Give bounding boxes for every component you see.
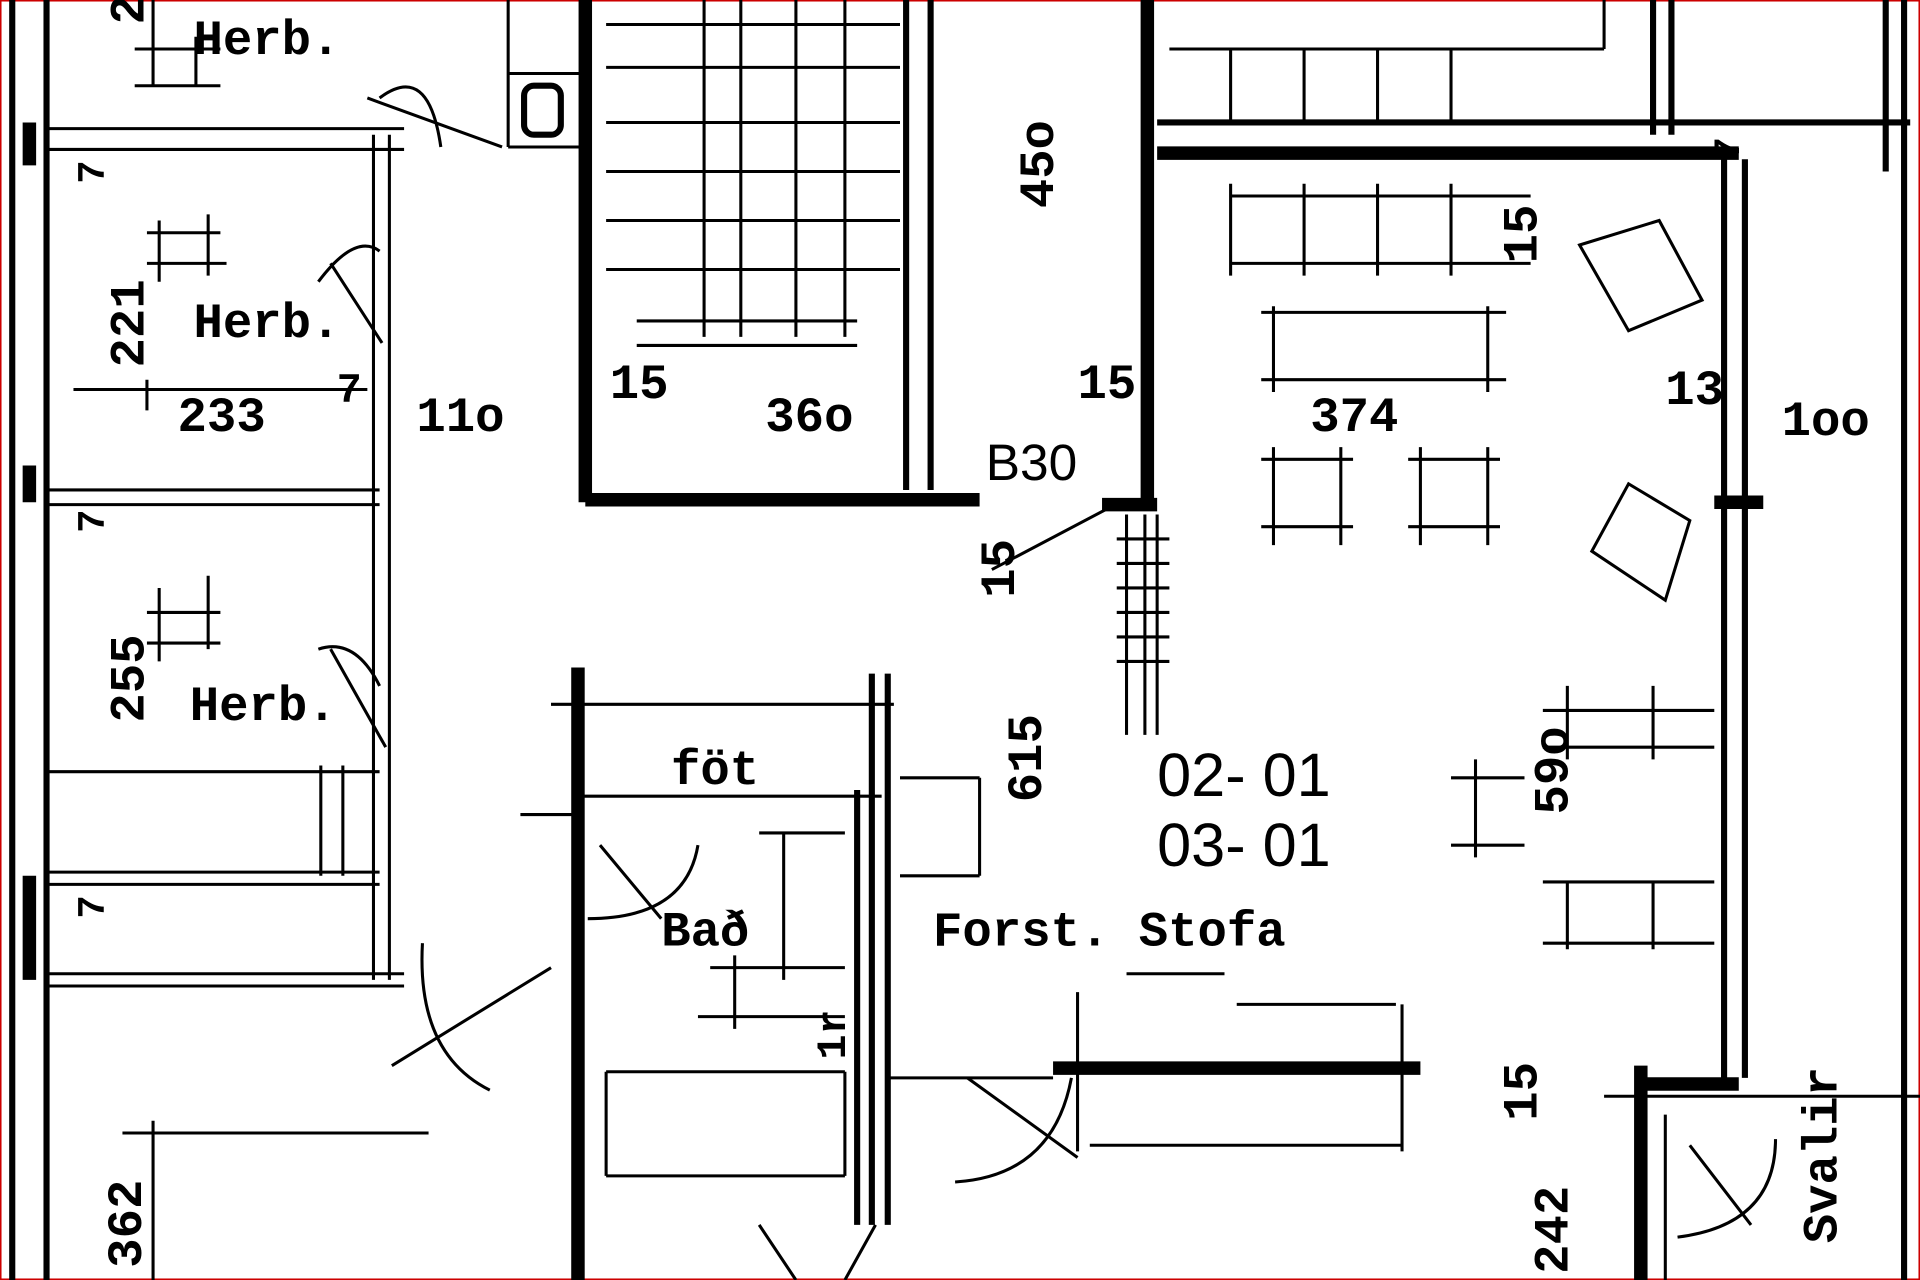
unit-code-02-01: 02- 01 — [1157, 741, 1331, 809]
room-label-fot: föt — [671, 743, 759, 799]
dim-7-b: 7 — [71, 509, 116, 533]
room-label-forst-stofa: Forst. Stofa — [933, 905, 1286, 961]
dim-7-a: 7 — [71, 160, 116, 184]
dim-13: 13 — [1665, 363, 1724, 419]
room-label-svalir: Svalir — [1796, 1067, 1852, 1243]
unit-codes: B30 02- 01 03- 01 — [986, 433, 1331, 879]
dimension-labels: 221 233 11o 255 362 15 36o 45o 15 15 374… — [71, 0, 1870, 1274]
dim-590: 59o — [1526, 726, 1582, 814]
dim-615: 615 — [1000, 714, 1056, 802]
dim-233: 233 — [178, 390, 266, 446]
dim-7-d: 7 — [337, 367, 362, 415]
dim-15-bottom: 15 — [1496, 1062, 1552, 1121]
door-swings — [317, 85, 1778, 1280]
dim-255: 255 — [102, 634, 158, 722]
room-label-bad: Bað — [661, 905, 749, 961]
room-label-herb-3: Herb. — [190, 679, 337, 735]
dim-450: 45o — [1012, 120, 1068, 208]
dim-7-e: 7 — [1709, 137, 1751, 159]
dim-242: 242 — [1526, 1186, 1582, 1274]
dim-15-center: 15 — [1078, 357, 1137, 413]
room-labels: Herb. Herb. Herb. föt Bað Forst. Stofa S… — [190, 13, 1852, 1243]
dim-1r: 1r — [810, 1010, 858, 1060]
dim-15-stair: 15 — [610, 357, 669, 413]
dim-110: 11o — [416, 390, 504, 446]
dim-15-b30: 15 — [973, 539, 1029, 598]
dim-221: 221 — [102, 279, 158, 367]
dim-100: 1oo — [1782, 394, 1870, 450]
dim-362: 362 — [100, 1180, 156, 1268]
dim-7-c: 7 — [71, 895, 116, 919]
room-label-herb-1: Herb. — [193, 13, 340, 69]
code-b30: B30 — [986, 433, 1077, 491]
unit-code-03-01: 03- 01 — [1157, 811, 1331, 879]
dim-15-top: 15 — [1496, 205, 1552, 264]
dim-360: 36o — [765, 390, 853, 446]
dim-2: 2 — [102, 0, 158, 24]
walls — [9, 0, 1920, 1280]
dim-374: 374 — [1310, 390, 1398, 446]
room-label-herb-2: Herb. — [193, 296, 340, 352]
